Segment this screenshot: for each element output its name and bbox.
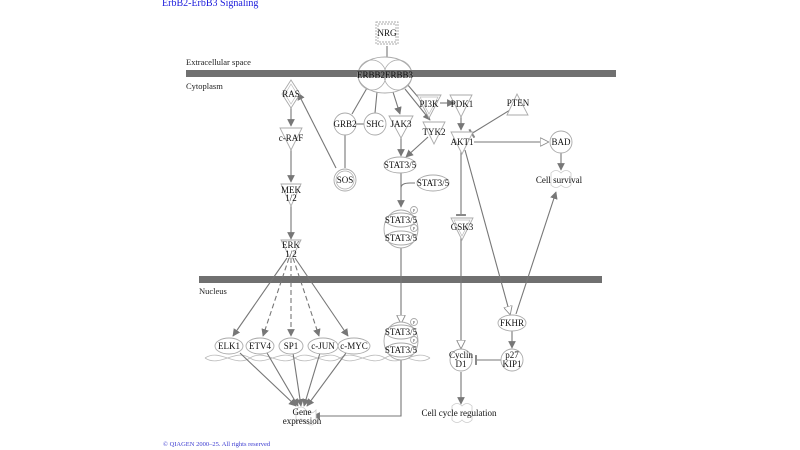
node-c-myc[interactable]: c-MYC <box>337 337 371 355</box>
node-sos[interactable]: SOS <box>333 168 357 192</box>
node-akt1[interactable]: AKT1 <box>450 131 474 156</box>
svg-text:expression: expression <box>283 416 322 426</box>
svg-text:GSK3: GSK3 <box>451 222 474 232</box>
svg-text:Gene: Gene <box>293 407 312 417</box>
node-fkhr[interactable]: FKHR <box>497 314 527 332</box>
copyright-notice: © QIAGEN 2000–25. All rights reserved <box>163 441 271 448</box>
node-erk[interactable]: ERK 1/2 <box>280 239 302 262</box>
svg-text:P: P <box>413 320 416 325</box>
node-sp1[interactable]: SP1 <box>278 337 304 355</box>
svg-text:RAS: RAS <box>282 89 300 99</box>
node-gsk3[interactable]: GSK3 <box>450 217 474 242</box>
svg-text:BAD: BAD <box>551 137 571 147</box>
node-stat35-nuclear[interactable]: P P STAT3/5 STAT3/5 <box>383 318 419 361</box>
svg-text:FKHR: FKHR <box>500 318 524 328</box>
svg-text:PI3K: PI3K <box>419 99 439 109</box>
svg-text:ELK1: ELK1 <box>218 341 240 351</box>
svg-text:1/2: 1/2 <box>285 249 297 259</box>
compartment-cytoplasm: Cytoplasm <box>186 81 223 91</box>
node-ras[interactable]: RAS <box>281 79 301 109</box>
svg-text:STAT3/5: STAT3/5 <box>384 160 417 170</box>
svg-text:AKT1: AKT1 <box>451 137 474 147</box>
svg-text:SP1: SP1 <box>284 341 299 351</box>
node-stat35-a[interactable]: STAT3/5 <box>383 156 417 174</box>
pathway-title[interactable]: ErbB2-ErbB3 Signaling <box>162 0 259 9</box>
node-pi3k[interactable]: PI3K <box>416 94 442 119</box>
svg-text:D1: D1 <box>456 359 467 369</box>
svg-text:STAT3/5: STAT3/5 <box>385 345 418 355</box>
node-nrg[interactable]: NRG <box>375 21 399 45</box>
svg-text:P: P <box>413 338 416 343</box>
node-p27-kip1[interactable]: p27 KIP1 <box>500 348 524 372</box>
node-stat35-b[interactable]: STAT3/5 <box>416 174 450 192</box>
svg-text:STAT3/5: STAT3/5 <box>385 215 418 225</box>
node-mek[interactable]: MEK 1/2 <box>280 183 302 208</box>
node-cell-cycle-regulation[interactable]: Cell cycle regulation <box>422 403 497 423</box>
node-cyclin-d1[interactable]: Cyclin D1 <box>449 348 473 372</box>
compartment-nucleus: Nucleus <box>199 286 227 296</box>
svg-text:c-RAF: c-RAF <box>279 133 304 143</box>
node-pdk1[interactable]: PDK1 <box>449 94 474 119</box>
node-etv4[interactable]: ETV4 <box>245 337 275 355</box>
svg-text:SOS: SOS <box>337 175 354 185</box>
svg-text:c-JUN: c-JUN <box>311 341 335 351</box>
node-elk1[interactable]: ELK1 <box>214 337 244 355</box>
svg-text:Cyclin: Cyclin <box>449 350 473 360</box>
compartment-extracellular: Extracellular space <box>186 57 251 67</box>
svg-text:PTEN: PTEN <box>507 98 530 108</box>
node-shc[interactable]: SHC <box>363 112 387 136</box>
node-gene-expression[interactable]: Gene expression <box>283 406 322 426</box>
svg-text:ERBB2: ERBB2 <box>357 70 385 80</box>
svg-text:ERK: ERK <box>282 240 301 250</box>
svg-text:P: P <box>413 226 416 231</box>
node-c-raf[interactable]: c-RAF <box>279 127 304 152</box>
svg-text:Cell survival: Cell survival <box>536 175 583 185</box>
svg-text:TYK2: TYK2 <box>423 127 446 137</box>
node-jak3[interactable]: JAK3 <box>388 115 414 139</box>
svg-text:PDK1: PDK1 <box>451 99 474 109</box>
svg-text:GRB2: GRB2 <box>333 119 356 129</box>
svg-text:MEK: MEK <box>281 185 302 195</box>
svg-text:JAK3: JAK3 <box>390 119 412 129</box>
svg-text:STAT3/5: STAT3/5 <box>385 233 418 243</box>
svg-text:ETV4: ETV4 <box>249 341 271 351</box>
svg-text:STAT3/5: STAT3/5 <box>417 178 450 188</box>
svg-text:1/2: 1/2 <box>285 193 297 203</box>
svg-text:SHC: SHC <box>366 119 384 129</box>
node-erbb2-erbb3[interactable]: ERBB2 ERBB3 <box>357 56 414 94</box>
node-tyk2[interactable]: TYK2 <box>422 121 446 146</box>
svg-text:p27: p27 <box>505 350 519 360</box>
svg-text:c-MYC: c-MYC <box>340 341 368 351</box>
edges <box>232 46 565 420</box>
svg-text:STAT3/5: STAT3/5 <box>385 327 418 337</box>
svg-text:NRG: NRG <box>377 28 397 38</box>
svg-text:P: P <box>413 208 416 213</box>
node-grb2[interactable]: GRB2 <box>333 112 357 136</box>
node-stat35-dimer[interactable]: P P STAT3/5 STAT3/5 <box>383 206 419 249</box>
node-pten[interactable]: PTEN <box>506 92 530 116</box>
svg-text:Cell cycle regulation: Cell cycle regulation <box>422 408 497 418</box>
svg-text:KIP1: KIP1 <box>502 359 521 369</box>
svg-text:ERBB3: ERBB3 <box>385 70 414 80</box>
node-cell-survival[interactable]: Cell survival <box>536 170 583 188</box>
node-c-jun[interactable]: c-JUN <box>307 337 339 355</box>
node-bad[interactable]: BAD <box>549 130 573 154</box>
